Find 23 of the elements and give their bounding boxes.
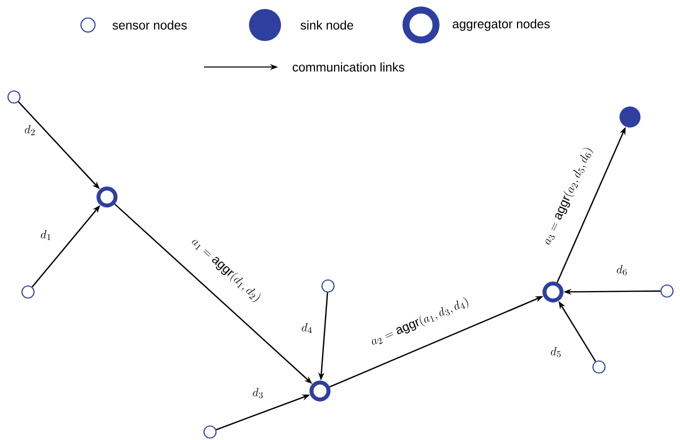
- edge-label: $d_{5}$: [549, 346, 563, 358]
- sensor-node-circle: [21, 285, 35, 299]
- legend-text: sink node: [300, 20, 354, 30]
- edge-label: $d_{6}$: [615, 264, 629, 276]
- aggregator-node-ring: [542, 282, 564, 302]
- edge-label: $d_{2}$: [23, 124, 37, 136]
- edge-label: $a_{1}=\mathrm{aggr}(d_{1},d_{2})$: [188, 234, 264, 306]
- sensor-node-circle: [592, 360, 606, 374]
- edge-label: $d_{4}$: [300, 322, 314, 334]
- sensor-node-circle: [7, 90, 21, 104]
- legend-text: aggregator nodes: [452, 19, 550, 31]
- sink-node-dot: [620, 106, 640, 128]
- edge-label: $a_{3}=\mathrm{aggr}(a_{2},d_{5},d_{6})$: [540, 144, 596, 248]
- legend-text: sensor nodes: [112, 20, 187, 30]
- aggregator-node-ring: [310, 380, 330, 402]
- aggregator-node-ring: [96, 186, 118, 208]
- edge-label: $a_{2}=\mathrm{aggr}(a_{1},d_{3},d_{4})$: [368, 294, 472, 350]
- sensor-node-circle: [321, 279, 335, 293]
- sensor-node-circle: [660, 284, 674, 298]
- legend-text: communication links: [292, 62, 404, 72]
- edge-label: $d_{1}$: [39, 228, 53, 242]
- sensor-node-circle: [203, 425, 217, 439]
- edge-label: $d_{3}$: [251, 386, 265, 400]
